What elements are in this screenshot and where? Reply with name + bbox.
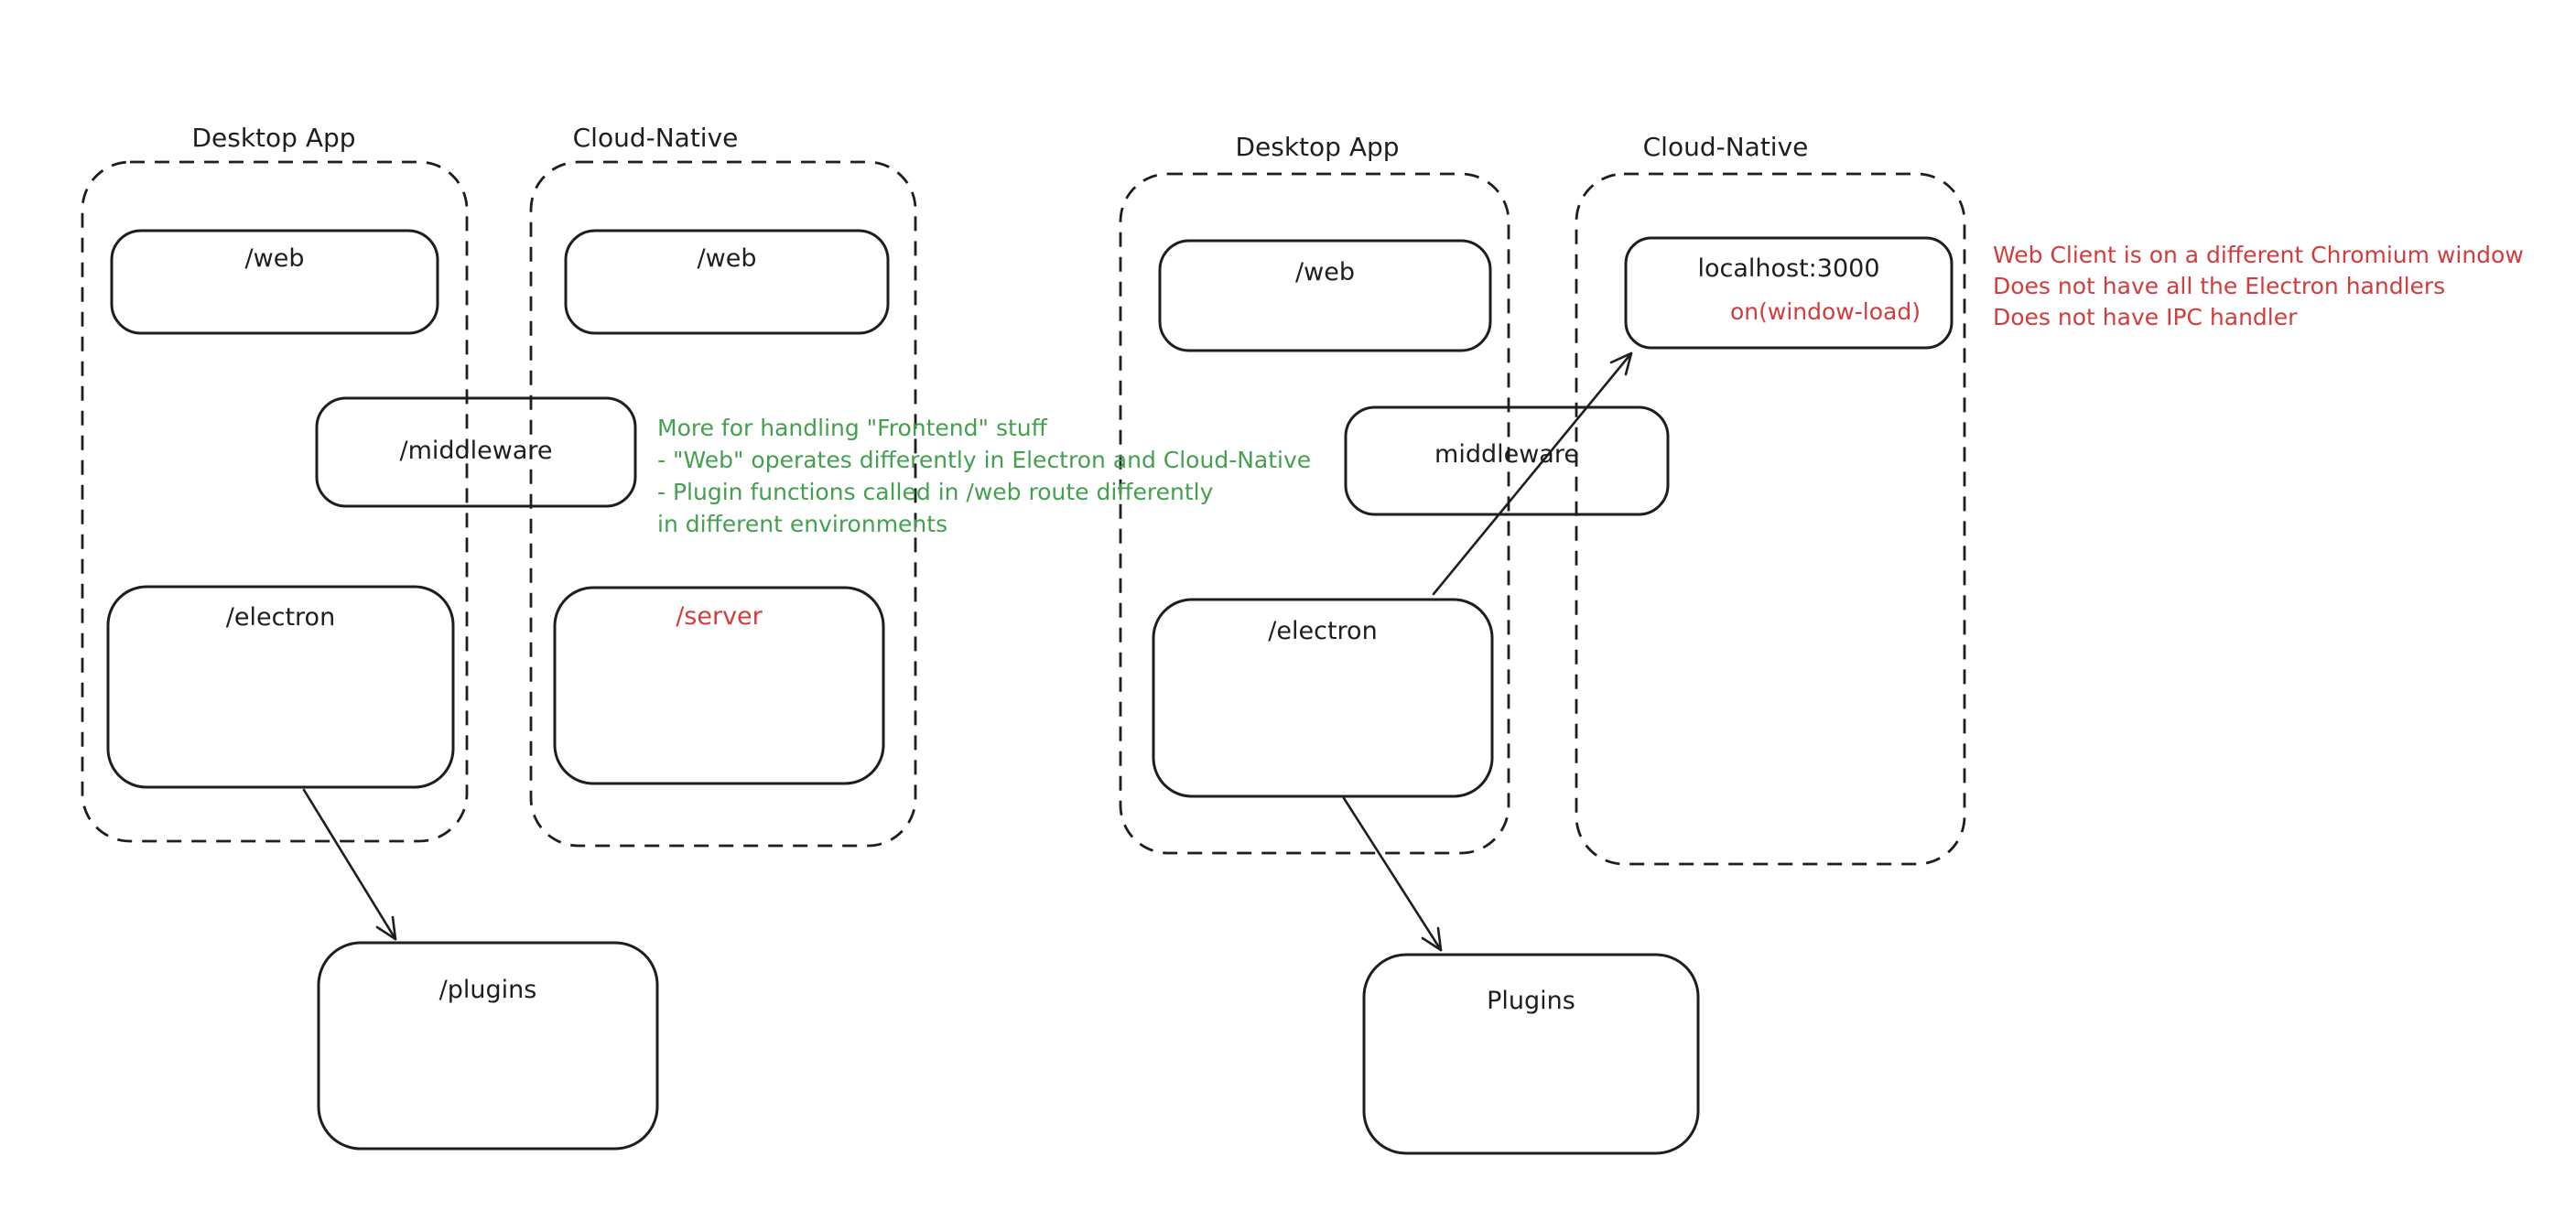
middleware-note-line: - "Web" operates differently in Electron… <box>657 447 1312 473</box>
left-middleware-box <box>315 396 637 508</box>
middleware-note-line: More for handling "Frontend" stuff <box>657 415 1047 441</box>
left-plugins-box <box>317 941 659 1151</box>
middleware-note-line: in different environments <box>657 511 948 537</box>
right-localhost-label: localhost:3000 <box>1697 254 1880 283</box>
left-cloud-container-label: Cloud-Native <box>572 123 739 153</box>
left-plugins-label: /plugins <box>438 976 537 1004</box>
left-server-box <box>553 586 885 785</box>
right-localhost-box <box>1624 236 1954 350</box>
right-middleware-box <box>1344 405 1670 516</box>
arrow-left-electron-to-plugins <box>302 788 397 941</box>
middleware-note-line: - Plugin functions called in /web route … <box>657 479 1214 505</box>
right-electron-box <box>1152 598 1494 798</box>
arrow-right-electron-to-localhost <box>1432 351 1633 596</box>
middleware-note: More for handling "Frontend" stuff - "We… <box>657 412 1311 540</box>
right-window-load-label: on(window-load) <box>1730 298 1921 325</box>
web-client-note-line: Web Client is on a different Chromium wi… <box>1993 242 2524 268</box>
left-server-label: /server <box>676 602 763 631</box>
right-cloud-container-label: Cloud-Native <box>1642 132 1809 162</box>
left-web-desktop-label: /web <box>244 244 305 273</box>
left-web-cloud-box <box>564 229 890 335</box>
right-electron-label: /electron <box>1268 617 1378 645</box>
right-web-label: /web <box>1295 258 1355 286</box>
arrowhead-left-electron-to-plugins <box>375 915 397 941</box>
left-electron-box <box>106 585 455 789</box>
web-client-note-line: Does not have IPC handler <box>1993 304 2298 330</box>
arrowhead-right-electron-to-localhost <box>1609 351 1633 376</box>
arrowhead-right-electron-to-plugins <box>1421 926 1443 952</box>
right-desktop-container <box>1119 172 1510 855</box>
left-electron-label: /electron <box>225 603 336 632</box>
left-web-cloud-label: /web <box>697 244 757 273</box>
web-client-note: Web Client is on a different Chromium wi… <box>1993 240 2524 333</box>
left-middleware-label: /middleware <box>399 437 553 465</box>
left-desktop-container-label: Desktop App <box>191 123 356 153</box>
right-desktop-container-label: Desktop App <box>1235 132 1400 162</box>
right-plugins-box <box>1362 953 1700 1155</box>
web-client-note-line: Does not have all the Electron handlers <box>1993 273 2446 299</box>
left-cloud-container <box>529 160 917 848</box>
right-middleware-label: middleware <box>1434 440 1579 469</box>
arrow-right-electron-to-plugins <box>1342 796 1443 952</box>
right-web-box <box>1158 239 1492 352</box>
left-desktop-container <box>81 160 469 843</box>
left-web-desktop-box <box>110 229 439 335</box>
right-plugins-label: Plugins <box>1487 987 1575 1015</box>
